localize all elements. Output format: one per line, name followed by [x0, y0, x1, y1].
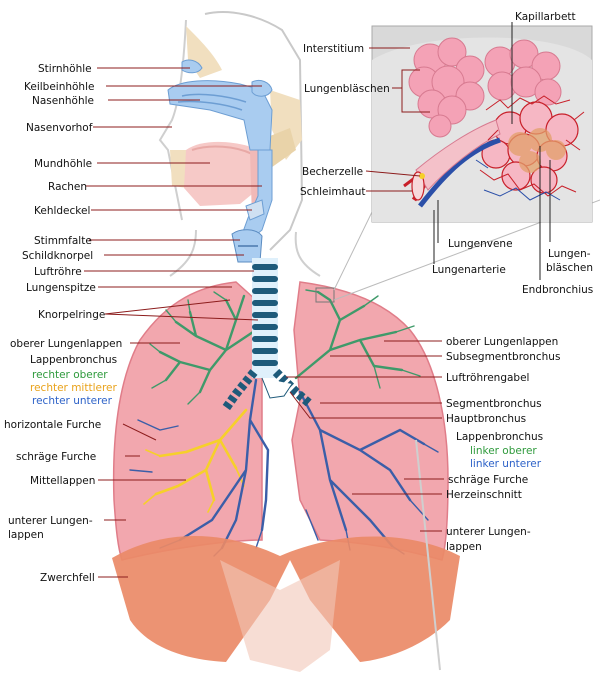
label-kapillarbett: Kapillarbett — [515, 11, 576, 23]
label-lungen-blaeschen-2: bläschen — [546, 262, 593, 274]
label-schildknorpel: Schildknorpel — [22, 250, 93, 262]
diaphragm — [112, 535, 460, 672]
label-becherzelle: Becherzelle — [302, 166, 363, 178]
label-linker-unterer: linker unterer — [470, 458, 542, 470]
label-unterer-lungenlappen-rechts-1: unterer Lungen- — [8, 515, 93, 527]
label-rechter-oberer: rechter oberer — [32, 369, 108, 381]
label-hauptbronchus: Hauptbronchus — [446, 413, 526, 425]
label-luftroehrengabel: Luftröhrengabel — [446, 372, 529, 384]
label-lappenbronchus-rechts: Lappenbronchus — [30, 354, 117, 366]
label-keilbeinhoehle: Keilbeinhöhle — [24, 81, 94, 93]
label-zwerchfell: Zwerchfell — [40, 572, 95, 584]
label-unterer-lungenlappen-links-2: lappen — [446, 541, 482, 553]
alveoli-inset — [371, 25, 593, 223]
label-lappenbronchus-links: Lappenbronchus — [456, 431, 543, 443]
label-kehldeckel: Kehldeckel — [34, 205, 90, 217]
label-mundhoehle: Mundhöhle — [34, 158, 92, 170]
right-lung — [112, 281, 263, 561]
label-stimmfalte: Stimmfalte — [34, 235, 92, 247]
label-stirnhoehle: Stirnhöhle — [38, 63, 92, 75]
label-subsegmentbronchus: Subsegmentbronchus — [446, 351, 560, 363]
label-oberer-lungenlappen-rechts: oberer Lungenlappen — [10, 338, 122, 350]
label-unterer-lungenlappen-rechts-2: lappen — [8, 529, 44, 541]
label-interstitium: Interstitium — [303, 43, 364, 55]
label-lungenblaeschen-inset: Lungenbläschen — [304, 83, 390, 95]
label-rechter-mittlerer: rechter mittlerer — [30, 382, 118, 394]
label-nasenvorhof: Nasenvorhof — [26, 122, 93, 134]
label-nasenhoehle: Nasenhöhle — [32, 95, 94, 107]
label-unterer-lungenlappen-links-1: unterer Lungen- — [446, 526, 531, 538]
label-knorpelringe: Knorpelringe — [38, 309, 105, 321]
label-endbronchius: Endbronchius — [522, 284, 593, 296]
label-lungenvene: Lungenvene — [448, 238, 513, 250]
label-luftroehre: Luftröhre — [34, 266, 82, 278]
head-illustration — [158, 11, 304, 263]
label-herzeinschnitt: Herzeinschnitt — [446, 489, 522, 501]
label-horizontale-furche: horizontale Furche — [4, 419, 101, 431]
label-segmentbronchus: Segmentbronchus — [446, 398, 542, 410]
label-rachen: Rachen — [48, 181, 87, 193]
label-oberer-lungenlappen-links: oberer Lungenlappen — [446, 336, 558, 348]
magnified-region-marker — [315, 287, 335, 303]
label-schleimhaut: Schleimhaut — [300, 186, 365, 198]
label-lungenspitze: Lungenspitze — [26, 282, 96, 294]
label-mittellappen: Mittellappen — [30, 475, 95, 487]
leader-lines — [84, 22, 551, 578]
label-schraege-furche-rechts: schräge Furche — [16, 451, 96, 463]
label-schraege-furche-links: schräge Furche — [448, 474, 528, 486]
label-lungen-blaeschen-1: Lungen- — [548, 248, 591, 260]
trachea — [222, 258, 313, 411]
label-rechter-unterer: rechter unterer — [32, 395, 113, 407]
label-lungenarterie: Lungenarterie — [432, 264, 506, 276]
label-linker-oberer: linker oberer — [470, 445, 537, 457]
